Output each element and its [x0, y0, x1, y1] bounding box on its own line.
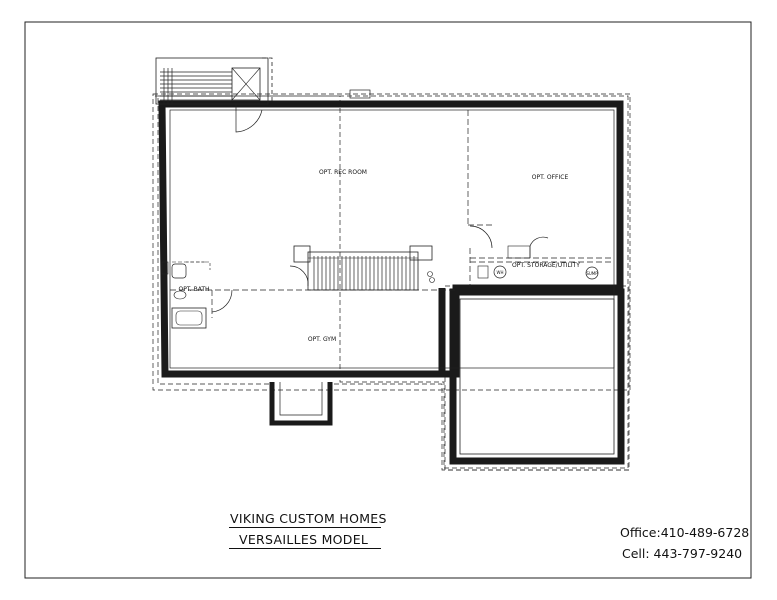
entry-stair-box: [155, 57, 269, 105]
label-sump: SUMP: [586, 271, 598, 276]
label-water-heater: WH: [497, 270, 504, 275]
sump-pit: [585, 266, 599, 280]
title-underline: [229, 527, 381, 528]
areaway: [269, 382, 333, 426]
label-office: OPT. OFFICE: [532, 174, 569, 181]
garage-wall: [449, 288, 625, 465]
label-storage: OPT. STORAGE/UTILITY: [512, 262, 580, 269]
label-gym: OPT. GYM: [308, 336, 336, 343]
footing-outline: [155, 95, 632, 471]
footing-garage: [444, 285, 630, 471]
sheet-border: [24, 21, 752, 579]
label-rec-room: OPT. REC ROOM: [319, 169, 367, 176]
foundation-wall: [158, 100, 624, 378]
office-partition: [467, 110, 492, 226]
company-name: VIKING CUSTOM HOMES: [230, 511, 387, 526]
bath-toilet: [171, 263, 187, 279]
bath-tub: [171, 307, 207, 329]
model-name: VERSAILLES MODEL: [239, 532, 369, 547]
gym-partition: [170, 289, 456, 318]
entry-door-swing: [235, 104, 263, 133]
inner-outline: [169, 109, 615, 369]
label-bath: OPT. BATH: [178, 286, 209, 293]
model-underline: [229, 548, 381, 549]
center-stair-treads: [313, 256, 415, 290]
basement-plan: [152, 57, 632, 471]
water-heater: [493, 265, 507, 279]
entry-stair-treads: [160, 68, 232, 104]
cell-phone: Cell: 443-797-9240: [622, 546, 743, 561]
footing-main: [152, 93, 631, 391]
storage-partition: [469, 248, 614, 288]
garage-inner: [459, 298, 615, 455]
office-phone: Office:410-489-6728: [620, 525, 750, 540]
